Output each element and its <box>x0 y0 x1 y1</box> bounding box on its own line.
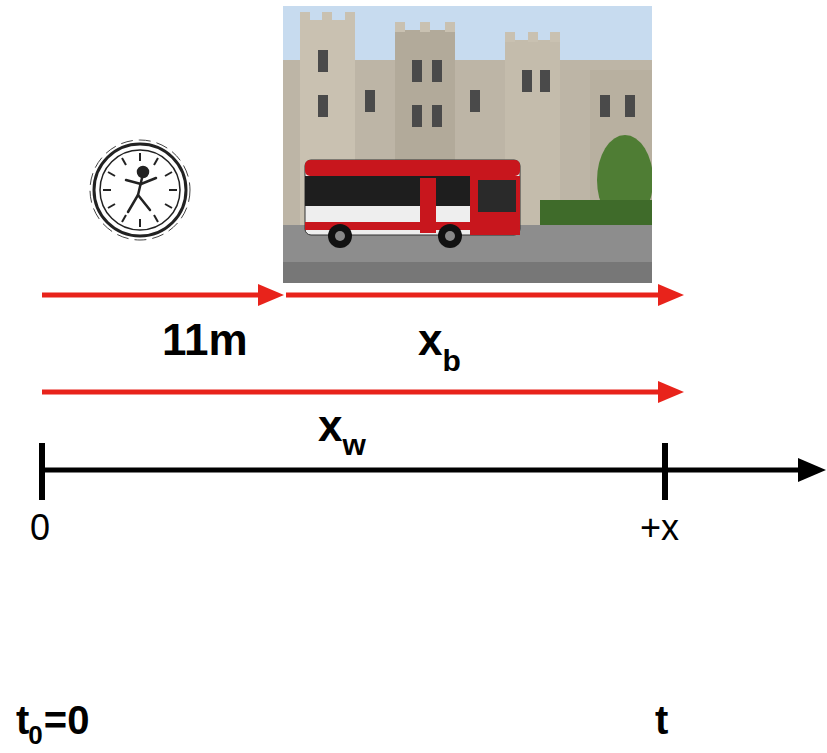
clock-icon <box>90 140 190 240</box>
time-label: t <box>16 700 29 740</box>
axis-tick-label: +x <box>640 510 679 546</box>
subscript-label: 0 <box>28 722 42 748</box>
time-label: t <box>655 700 668 740</box>
bus-photo <box>283 6 652 283</box>
axis-tick-label: 0 <box>30 510 50 546</box>
subscript-label: w <box>342 430 365 460</box>
variable-label: x <box>418 318 442 362</box>
time-label: =0 <box>44 700 90 740</box>
position-axis <box>42 443 826 500</box>
subscript-label: b <box>442 346 460 376</box>
displacement-arrows <box>42 284 684 403</box>
variable-label: x <box>318 404 342 448</box>
distance-label: 11m <box>162 318 248 362</box>
